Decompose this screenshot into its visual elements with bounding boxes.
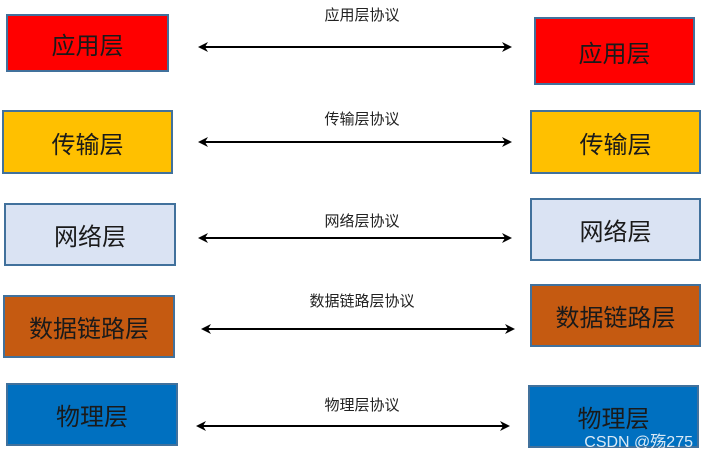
right-data-link-layer-label: 数据链路层 — [555, 304, 676, 332]
left-network-layer-box: 网络层 — [4, 203, 176, 266]
data-link-protocol-label: 数据链路层协议 — [309, 292, 415, 310]
left-network-layer-label: 网络层 — [54, 223, 126, 251]
right-application-layer-label: 应用层 — [578, 39, 651, 68]
left-transport-layer-label: 传输层 — [51, 130, 124, 159]
right-physical-layer-label: 物理层 — [577, 405, 650, 433]
application-protocol-label: 应用层协议 — [324, 6, 400, 24]
left-application-layer-label: 应用层 — [51, 31, 124, 60]
right-transport-layer-label: 传输层 — [579, 130, 652, 159]
transport-protocol-label: 传输层协议 — [324, 110, 400, 128]
left-physical-layer-box: 物理层 — [6, 383, 178, 446]
left-physical-layer-label: 物理层 — [56, 403, 128, 431]
left-transport-layer-box: 传输层 — [2, 110, 173, 174]
left-application-layer-box: 应用层 — [6, 14, 169, 72]
right-transport-layer-box: 传输层 — [530, 110, 701, 174]
csdn-watermark: CSDN @殇275 — [584, 434, 693, 451]
left-data-link-layer-box: 数据链路层 — [3, 295, 175, 358]
right-application-layer-box: 应用层 — [534, 17, 695, 85]
physical-protocol-label: 物理层协议 — [324, 396, 400, 414]
right-physical-layer-box: 物理层 — [528, 385, 699, 448]
right-data-link-layer-box: 数据链路层 — [530, 284, 701, 347]
right-network-layer-label: 网络层 — [579, 218, 652, 246]
right-network-layer-box: 网络层 — [530, 198, 701, 261]
left-data-link-layer-label: 数据链路层 — [29, 315, 149, 343]
network-protocol-label: 网络层协议 — [324, 212, 400, 230]
